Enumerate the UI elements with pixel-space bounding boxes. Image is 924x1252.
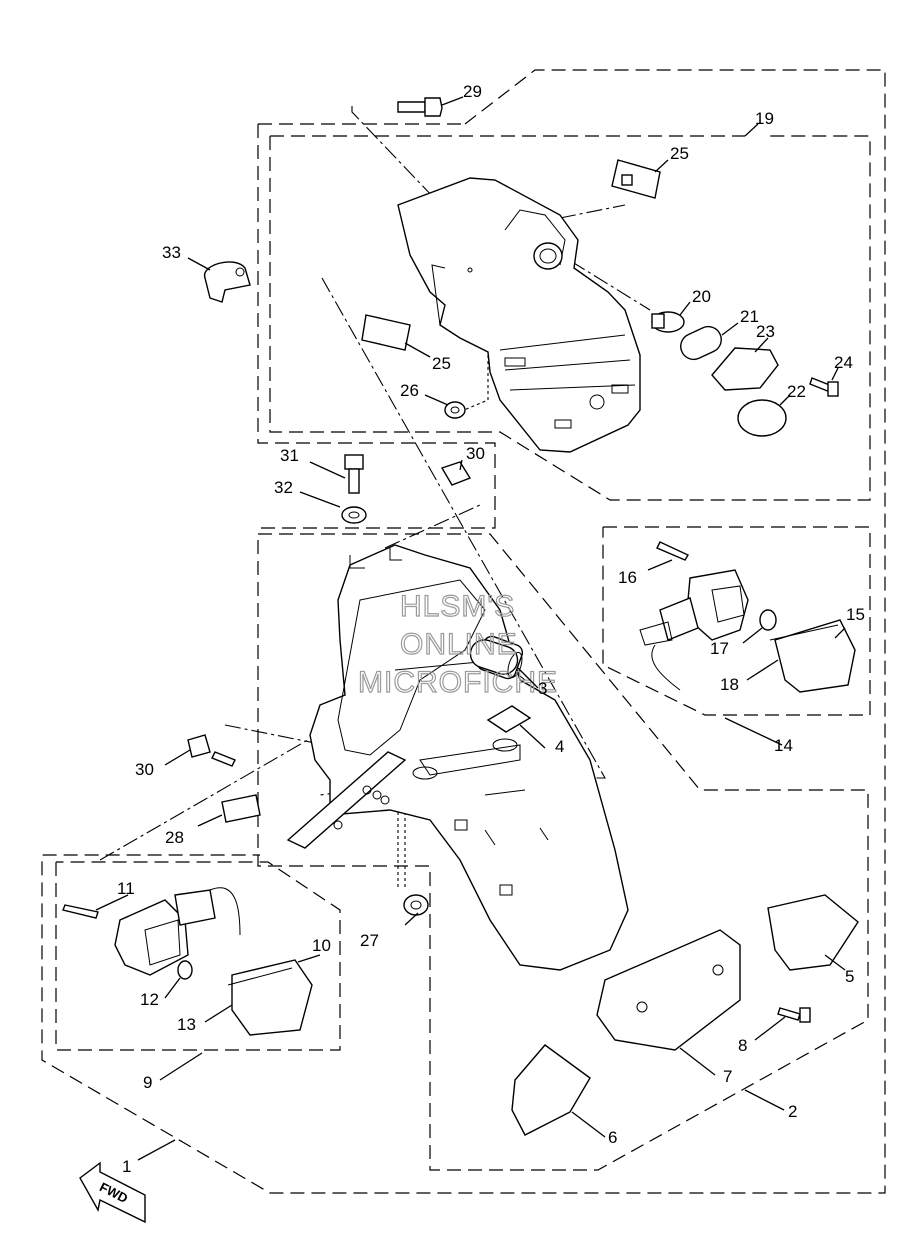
callout-22: 22 xyxy=(787,382,806,401)
callout-31: 31 xyxy=(280,446,299,465)
callout-3: 3 xyxy=(538,679,547,698)
reflector-6 xyxy=(511,1044,591,1136)
callout-7: 7 xyxy=(723,1067,732,1086)
callout-numbers: 1 2 3 4 5 6 7 8 9 10 11 12 13 14 15 16 1… xyxy=(117,82,865,1176)
callout-11: 11 xyxy=(117,879,135,898)
callout-25-second: 25 xyxy=(432,354,451,373)
tail-light-housing xyxy=(397,177,641,453)
callout-21: 21 xyxy=(740,307,759,326)
callout-25: 25 xyxy=(670,144,689,163)
callout-32: 32 xyxy=(274,478,293,497)
nut-30-top xyxy=(440,461,472,486)
callout-33: 33 xyxy=(162,243,181,262)
cover-22 xyxy=(737,399,787,437)
callout-30-second: 30 xyxy=(135,760,154,779)
callout-13: 13 xyxy=(177,1015,196,1034)
fwd-arrow-icon: FWD xyxy=(79,1161,146,1224)
screw-8 xyxy=(777,1007,811,1023)
callout-leaders xyxy=(95,96,846,1161)
screw-24 xyxy=(809,377,839,397)
callout-20: 20 xyxy=(692,287,711,306)
callout-9: 9 xyxy=(143,1073,152,1092)
screw-30-left xyxy=(211,751,236,767)
callout-28: 28 xyxy=(165,828,184,847)
callout-5: 5 xyxy=(845,967,854,986)
license-light xyxy=(469,639,523,679)
watermark-line-3: MICROFICHE xyxy=(358,666,558,699)
callout-4: 4 xyxy=(555,737,564,756)
lens-23 xyxy=(711,347,779,391)
callout-1: 1 xyxy=(122,1157,131,1176)
callout-17: 17 xyxy=(710,639,729,658)
callout-6: 6 xyxy=(608,1128,617,1147)
callout-16: 16 xyxy=(618,568,637,587)
callout-18: 18 xyxy=(720,675,739,694)
assembly-1-boundary xyxy=(41,69,886,1194)
callout-29: 29 xyxy=(463,82,482,101)
callout-26: 26 xyxy=(400,381,419,400)
callout-2: 2 xyxy=(788,1102,797,1121)
callout-27: 27 xyxy=(360,931,379,950)
right-turn-signal xyxy=(639,541,856,693)
clamp-33 xyxy=(204,261,251,303)
callout-19: 19 xyxy=(755,109,774,128)
callout-8: 8 xyxy=(738,1036,747,1055)
washer-32 xyxy=(341,506,367,524)
callout-23: 23 xyxy=(756,322,775,341)
grommet-25-left xyxy=(361,314,411,351)
bulb-20 xyxy=(651,311,685,333)
grommet-25-top xyxy=(611,159,661,199)
nut-26 xyxy=(444,401,466,419)
assembly-9-boundary xyxy=(55,861,341,1051)
callout-10: 10 xyxy=(312,936,331,955)
reflector-plate-7 xyxy=(596,929,741,1051)
assembly-19-boundary xyxy=(257,123,871,529)
assembly-2-boundary xyxy=(257,533,869,1171)
callout-30: 30 xyxy=(466,444,485,463)
nut-30-left xyxy=(187,734,211,758)
nut-27 xyxy=(403,894,429,916)
grommet-28 xyxy=(221,794,261,823)
bolt-31 xyxy=(344,454,364,494)
callout-24: 24 xyxy=(834,353,853,372)
watermark: HLSM'S ONLINE MICROFICHE xyxy=(357,589,558,699)
left-turn-signal xyxy=(62,887,313,1036)
assembly-14-boundary xyxy=(602,526,871,716)
watermark-line-1: HLSM'S xyxy=(400,590,515,623)
callout-12: 12 xyxy=(140,990,159,1009)
watermark-line-2: ONLINE xyxy=(400,628,518,661)
reflector-5 xyxy=(767,894,859,971)
gasket-21 xyxy=(680,325,722,361)
callout-14: 14 xyxy=(774,736,793,755)
bolt-29 xyxy=(397,97,443,117)
callout-15: 15 xyxy=(846,605,865,624)
